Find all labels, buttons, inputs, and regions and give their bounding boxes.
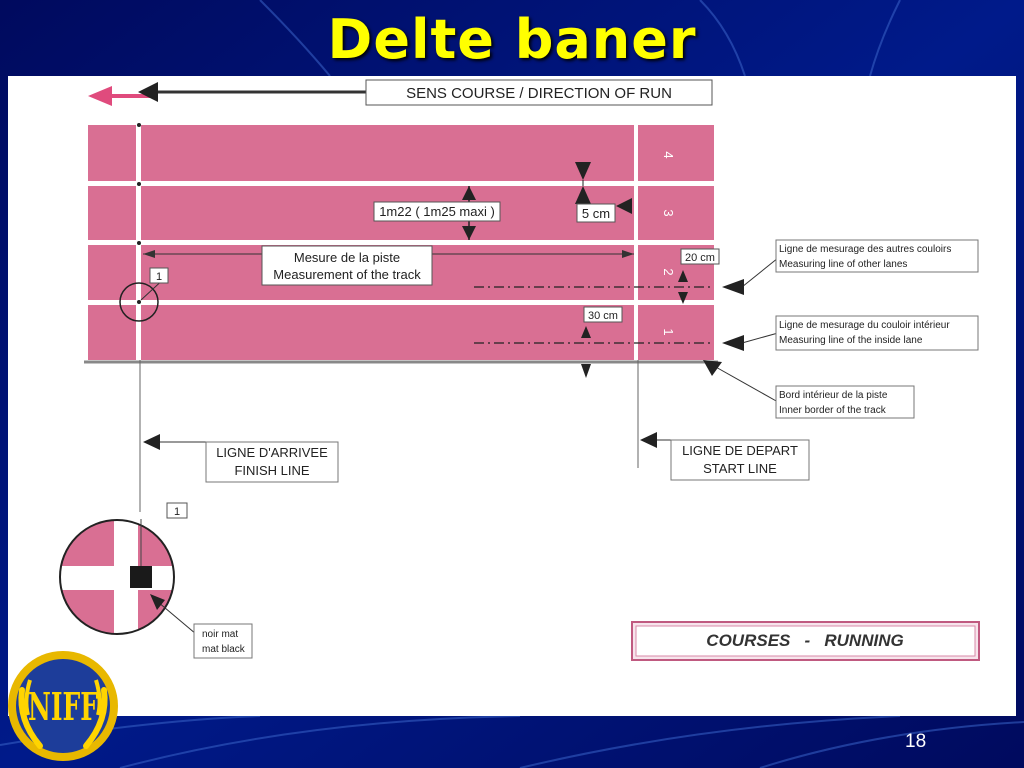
lane-4 [88, 125, 714, 181]
inner-border-label-fr: Bord intérieur de la piste [779, 390, 888, 401]
matte-black-square [130, 566, 152, 588]
matte-black-label-fr: noir mat [202, 629, 238, 640]
direction-of-run: SENS COURSE / DIRECTION OF RUN [88, 79, 713, 106]
direction-arrow-icon [88, 86, 112, 106]
matte-black-label-en: mat black [202, 644, 246, 655]
other-lanes-label-fr: Ligne de mesurage des autres couloirs [779, 244, 951, 255]
nif-logo: NIFF [8, 651, 118, 761]
finish-line: LIGNE D'ARRIVEE FINISH LINE [143, 434, 339, 483]
dim-20cm: 20 cm [678, 248, 720, 304]
lane-width-label: 1m22 ( 1m25 maxi ) [379, 204, 495, 219]
page-number: 18 [905, 731, 927, 752]
lane-number-4: 4 [661, 151, 676, 158]
detail-marker-label: 1 [174, 506, 180, 518]
logo-letters: NIFF [28, 684, 98, 729]
laurel-wreath-icon [18, 687, 108, 749]
direction-of-run-label: SENS COURSE / DIRECTION OF RUN [406, 85, 672, 102]
dim-30cm-label: 30 cm [588, 310, 618, 322]
detail-circle: 1 noir mat mat black [59, 502, 253, 659]
lane-number-2: 2 [661, 268, 676, 275]
finish-line-label-fr: LIGNE D'ARRIVEE [216, 445, 328, 460]
marker-1: 1 [119, 267, 169, 322]
dim-30cm: 30 cm [581, 306, 623, 378]
start-line-label-en: START LINE [703, 461, 777, 476]
marker-1-label: 1 [156, 271, 162, 283]
slide-title: Delte baner [327, 8, 697, 71]
courses-running-box: COURSES - RUNNING [631, 621, 980, 661]
lane-width-dimension: 1m22 ( 1m25 maxi ) [373, 186, 501, 240]
track-measurement: Mesure de la piste Measurement of the tr… [143, 245, 634, 286]
start-line: LIGNE DE DEPART START LINE [640, 432, 810, 481]
lane-number-1: 1 [661, 328, 676, 335]
start-line-mark [634, 125, 638, 360]
line-width-label: 5 cm [582, 206, 610, 221]
line-width-dimension: 5 cm [575, 162, 632, 223]
inner-border-label-en: Inner border of the track [779, 405, 887, 416]
annotation-other-lanes: Ligne de mesurage des autres couloirs Me… [722, 239, 979, 295]
annotation-inner-border: Bord intérieur de la piste Inner border … [703, 360, 915, 419]
track-measurement-label-fr: Mesure de la piste [294, 250, 400, 265]
finish-line-label-en: FINISH LINE [234, 463, 309, 478]
track-measurement-label-en: Measurement of the track [273, 267, 421, 282]
dim-20cm-label: 20 cm [685, 252, 715, 264]
courses-running-label: COURSES - RUNNING [706, 631, 903, 650]
start-line-label-fr: LIGNE DE DEPART [682, 443, 798, 458]
inside-lane-label-en: Measuring line of the inside lane [779, 335, 923, 346]
inside-lane-label-fr: Ligne de mesurage du couloir intérieur [779, 320, 950, 331]
other-lanes-label-en: Measuring line of other lanes [779, 259, 907, 270]
chevron-left-icon [138, 82, 158, 102]
lane-number-3: 3 [661, 209, 676, 216]
annotation-inside-lane: Ligne de mesurage du couloir intérieur M… [722, 315, 979, 351]
